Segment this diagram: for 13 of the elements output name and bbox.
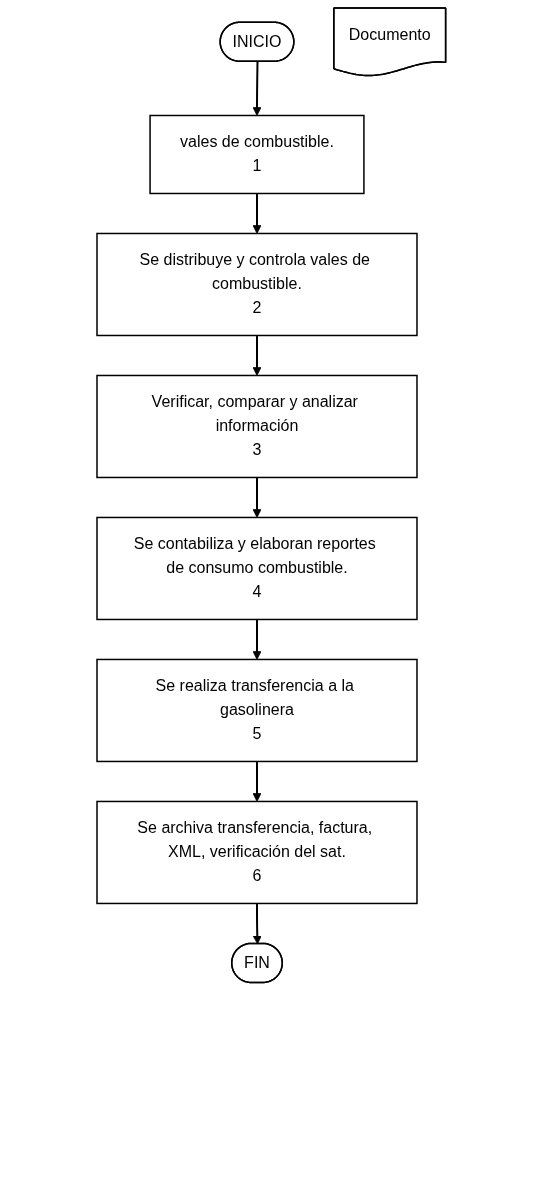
arrow <box>252 60 262 116</box>
node-box: Se realiza transferencia a la gasolinera 5 <box>95 658 418 763</box>
node-box: Se archiva transferencia, factura, XML, verificación del sat. 6 <box>95 800 418 905</box>
arrow <box>252 618 262 660</box>
arrow <box>252 334 262 376</box>
node-box: Verificar, comparar y analizar información 3 <box>95 374 418 479</box>
arrow <box>252 760 262 802</box>
node-box: vales de combustible. 1 <box>149 114 365 195</box>
node-box: Se contabiliza y elaboran reportes de consumo combustible. 4 <box>95 516 418 621</box>
arrow <box>252 192 262 234</box>
arrow <box>252 902 262 945</box>
arrow <box>252 476 262 518</box>
node-box: Se distribuye y controla vales de combustible. 2 <box>95 232 418 337</box>
